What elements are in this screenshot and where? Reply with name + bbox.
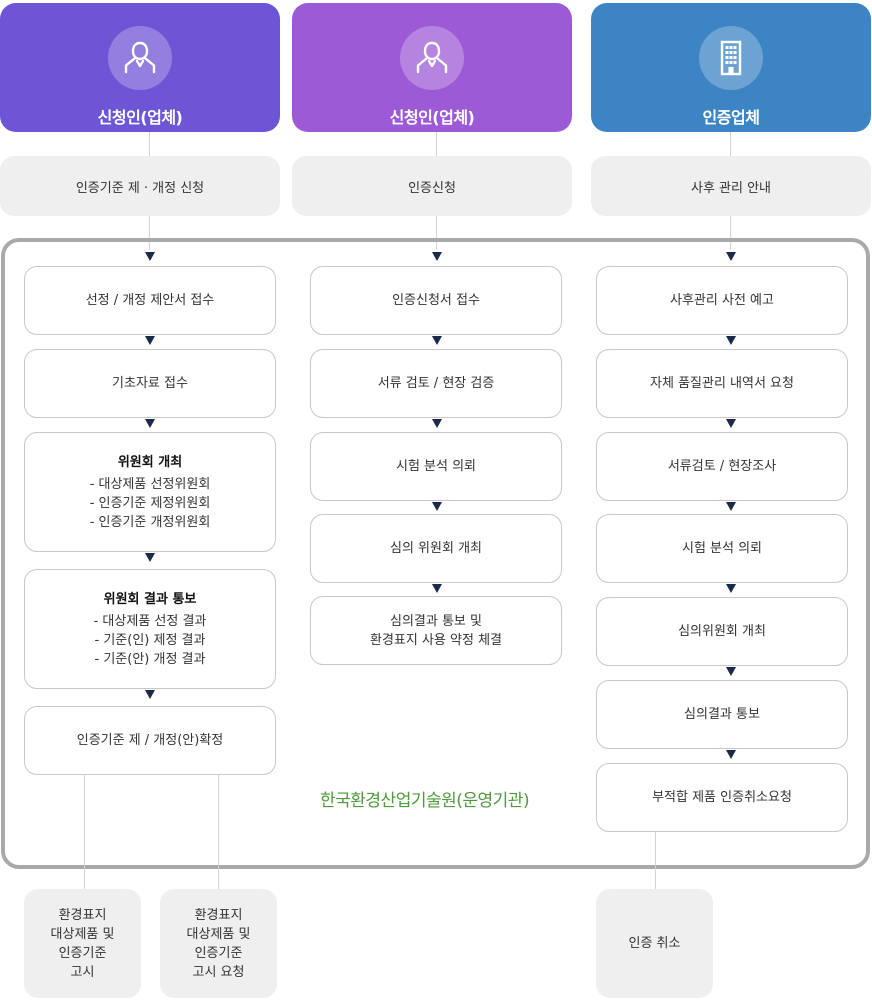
request-label: 인증신청 — [408, 180, 456, 196]
building-icon — [699, 26, 763, 90]
header-title: 신청인(업체) — [389, 108, 475, 127]
arrow-down-icon — [726, 584, 736, 593]
header-applicant-2: 신청인(업체) — [292, 3, 572, 132]
output-line: 고시 — [70, 964, 95, 980]
output-line: 고시 요청 — [192, 964, 245, 980]
step-line: - 인증기준 개정위원회 — [89, 514, 211, 530]
col1-basic-data-receipt: 기초자료 접수 — [24, 349, 276, 418]
header-certified-company: 인증업체 — [591, 3, 871, 132]
output-notice-request: 환경표지 대상제품 및 인증기준 고시 요청 — [160, 889, 277, 998]
connector-line — [730, 216, 731, 250]
output-line: 인증 취소 — [628, 936, 681, 951]
step-line: - 대상제품 선정위원회 — [89, 476, 211, 492]
step-label: 선정 / 개정 제안서 접수 — [85, 293, 215, 308]
step-label: 사후관리 사전 예고 — [670, 293, 774, 308]
output-line: 환경표지 — [194, 907, 243, 923]
request-label: 인증기준 제 · 개정 신청 — [75, 180, 205, 196]
connector-line — [655, 832, 656, 889]
output-line: 인증기준 — [58, 945, 107, 961]
col1-standard-finalized: 인증기준 제 / 개정(안)확정 — [24, 706, 276, 775]
request-label: 사후 관리 안내 — [690, 180, 772, 196]
step-title: 위원회 결과 통보 — [103, 591, 197, 607]
arrow-down-icon — [432, 419, 442, 428]
col2-review-committee: 심의 위원회 개최 — [310, 514, 562, 583]
arrow-down-icon — [432, 502, 442, 511]
header-title: 인증업체 — [702, 108, 760, 127]
connector-line — [149, 216, 150, 250]
header-applicant-1: 신청인(업체) — [0, 3, 280, 132]
arrow-down-icon — [145, 553, 155, 562]
col2-application-receipt: 인증신청서 접수 — [310, 266, 562, 335]
arrow-down-icon — [145, 336, 155, 345]
arrow-down-icon — [726, 502, 736, 511]
col3-cancellation-request: 부적합 제품 인증취소요청 — [596, 763, 848, 832]
output-notice: 환경표지 대상제품 및 인증기준 고시 — [24, 889, 141, 998]
connector-line — [84, 775, 85, 889]
output-line: 환경표지 — [58, 907, 107, 923]
step-label: 시험 분석 의뢰 — [395, 459, 477, 474]
request-certification: 인증신청 — [292, 156, 572, 216]
col3-review-committee: 심의위원회 개최 — [596, 597, 848, 666]
header-title: 신청인(업체) — [97, 108, 183, 127]
arrow-down-icon — [432, 252, 442, 261]
step-label: 시험 분석 의뢰 — [681, 541, 763, 556]
arrow-down-icon — [726, 252, 736, 261]
col3-test-analysis: 시험 분석 의뢰 — [596, 514, 848, 583]
operating-agency-frame — [1, 238, 870, 869]
col2-result-agreement: 심의결과 통보 및 환경표지 사용 약정 체결 — [310, 596, 562, 665]
step-line: - 인증기준 제정위원회 — [89, 495, 211, 511]
col2-test-analysis: 시험 분석 의뢰 — [310, 432, 562, 501]
connector-line — [149, 132, 150, 156]
connector-line — [218, 775, 219, 889]
person-icon — [400, 26, 464, 90]
output-line: 인증기준 — [194, 945, 243, 961]
request-aftercare: 사후 관리 안내 — [591, 156, 871, 216]
connector-line — [436, 216, 437, 250]
step-label: 부적합 제품 인증취소요청 — [652, 790, 792, 805]
arrow-down-icon — [726, 336, 736, 345]
step-line: 심의결과 통보 및 — [390, 613, 482, 629]
col2-document-review: 서류 검토 / 현장 검증 — [310, 349, 562, 418]
col3-quality-report-request: 자체 품질관리 내역서 요청 — [596, 349, 848, 418]
col1-committee-result: 위원회 결과 통보 - 대상제품 선정 결과 - 기준(인) 제정 결과 - 기… — [24, 569, 276, 689]
request-standard-revision: 인증기준 제 · 개정 신청 — [0, 156, 280, 216]
step-label: 심의결과 통보 — [684, 707, 760, 722]
step-line: - 기준(인) 제정 결과 — [94, 632, 206, 648]
arrow-down-icon — [432, 584, 442, 593]
connector-line — [436, 132, 437, 156]
step-line: - 기준(안) 개정 결과 — [94, 651, 206, 667]
step-label: 심의위원회 개최 — [678, 624, 766, 639]
col3-result-notice: 심의결과 통보 — [596, 680, 848, 749]
person-icon — [108, 26, 172, 90]
step-line: - 대상제품 선정 결과 — [93, 613, 207, 629]
output-line: 대상제품 및 — [186, 926, 251, 942]
col1-committee-meeting: 위원회 개최 - 대상제품 선정위원회 - 인증기준 제정위원회 - 인증기준 … — [24, 432, 276, 552]
step-label: 서류검토 / 현장조사 — [667, 459, 777, 474]
connector-line — [730, 132, 731, 156]
arrow-down-icon — [145, 252, 155, 261]
col3-advance-notice: 사후관리 사전 예고 — [596, 266, 848, 335]
operating-agency-label: 한국환경산업기술원(운영기관) — [320, 791, 530, 811]
step-title: 위원회 개최 — [117, 454, 183, 470]
step-label: 기초자료 접수 — [112, 376, 188, 391]
step-line: 환경표지 사용 약정 체결 — [370, 632, 502, 648]
arrow-down-icon — [432, 336, 442, 345]
step-label: 자체 품질관리 내역서 요청 — [650, 376, 794, 391]
arrow-down-icon — [145, 419, 155, 428]
step-label: 심의 위원회 개최 — [390, 541, 482, 556]
step-label: 서류 검토 / 현장 검증 — [377, 376, 495, 391]
col1-proposal-receipt: 선정 / 개정 제안서 접수 — [24, 266, 276, 335]
arrow-down-icon — [726, 750, 736, 759]
step-label: 인증기준 제 / 개정(안)확정 — [76, 733, 224, 748]
output-line: 대상제품 및 — [50, 926, 115, 942]
col3-document-site-review: 서류검토 / 현장조사 — [596, 432, 848, 501]
arrow-down-icon — [726, 667, 736, 676]
step-label: 인증신청서 접수 — [392, 293, 480, 308]
output-certification-cancel: 인증 취소 — [596, 889, 713, 998]
arrow-down-icon — [726, 419, 736, 428]
arrow-down-icon — [145, 690, 155, 699]
